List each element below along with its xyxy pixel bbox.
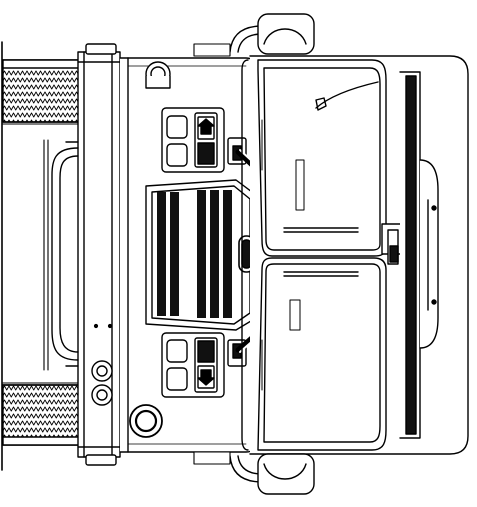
grille-slot	[157, 192, 166, 316]
air-intake-cap	[145, 61, 171, 89]
mirror-icon	[229, 13, 315, 495]
side-steps	[193, 43, 231, 465]
upper-tire	[2, 59, 81, 123]
bumper-dot	[107, 323, 113, 329]
roof-visor	[399, 71, 439, 439]
tie-rod-loop	[51, 141, 79, 367]
door-seams	[261, 119, 305, 391]
grille-slot	[197, 190, 206, 318]
arrow-down-icon	[197, 369, 215, 386]
front-bumper	[77, 43, 121, 466]
frame-rails	[2, 123, 81, 384]
grille-slot	[223, 190, 232, 318]
center-pillar-clip	[381, 223, 405, 265]
windshield-upper	[257, 59, 387, 257]
lower-headlight-cluster	[161, 332, 225, 398]
grille	[145, 179, 257, 331]
grille-slot	[210, 190, 219, 318]
tow-hook-circles	[91, 360, 113, 406]
grille-slot	[170, 192, 179, 316]
arrow-up-icon	[197, 118, 215, 135]
fuel-cap	[129, 404, 163, 438]
windshield-lower	[257, 257, 387, 451]
upper-headlight-cluster	[161, 107, 225, 173]
lower-tire	[2, 384, 81, 446]
bumper-dot	[93, 323, 99, 329]
